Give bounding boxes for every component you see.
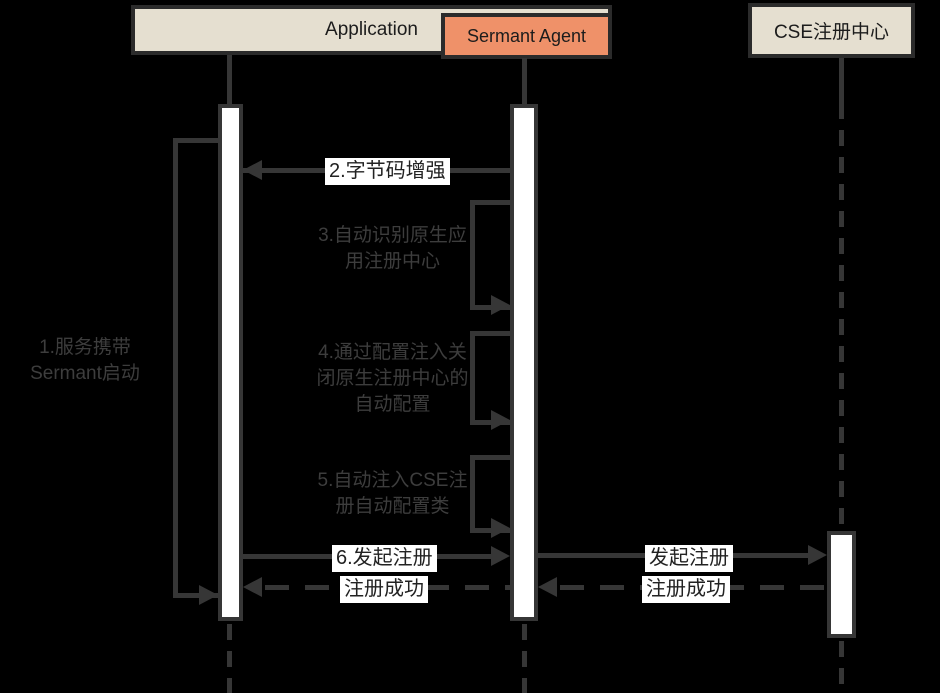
message-4-label: 4.通过配置注入关 闭原生注册中心的 自动配置	[316, 342, 469, 415]
message-9-arrowhead-icon	[243, 577, 262, 597]
cse-lifeline	[839, 103, 844, 531]
message-7-arrowhead-icon	[808, 545, 827, 565]
participant-sermant-agent: Sermant Agent	[441, 13, 612, 59]
message-5-arrowhead-icon	[491, 518, 510, 538]
application-lifeline-stub	[227, 55, 232, 105]
cse-lifeline-bottom	[839, 641, 844, 693]
participant-cse-registry-label: CSE注册中心	[773, 22, 890, 43]
message-6-label: 6.发起注册	[332, 545, 437, 572]
cse-lifeline-stub	[839, 58, 844, 103]
message-1-arrowhead-icon	[199, 585, 218, 605]
message-6-arrowhead-icon	[491, 546, 510, 566]
message-9-label: 注册成功	[340, 576, 428, 603]
message-1-self-loop	[173, 138, 218, 598]
message-5-self-loop	[470, 455, 510, 533]
message-4-arrowhead-icon	[491, 410, 510, 430]
message-3-label: 3.自动识别原生应 用注册中心	[318, 225, 467, 272]
message-7-label: 发起注册	[645, 545, 733, 572]
message-2-label: 2.字节码增强	[325, 158, 450, 185]
sermant-activation-bar	[510, 104, 538, 621]
message-5-label: 5.自动注入CSE注 册自动配置类	[317, 470, 468, 517]
participant-application-label: Application	[325, 19, 418, 40]
message-8-label: 注册成功	[642, 576, 730, 603]
sermant-lifeline-bottom	[522, 624, 527, 693]
cse-activation-bar	[827, 531, 856, 638]
application-activation-bar	[218, 104, 243, 621]
participant-cse-registry: CSE注册中心	[748, 3, 915, 58]
message-3-self-loop	[470, 200, 510, 310]
message-2-arrowhead-icon	[243, 160, 262, 180]
application-lifeline-bottom	[227, 624, 232, 693]
participant-sermant-agent-label: Sermant Agent	[466, 25, 587, 46]
message-3-arrowhead-icon	[491, 295, 510, 315]
message-1-label: 1.服务携带 Sermant启动	[30, 337, 140, 384]
message-8-arrowhead-icon	[538, 577, 557, 597]
message-4-self-loop	[470, 331, 510, 425]
sermant-lifeline-stub	[522, 58, 527, 105]
